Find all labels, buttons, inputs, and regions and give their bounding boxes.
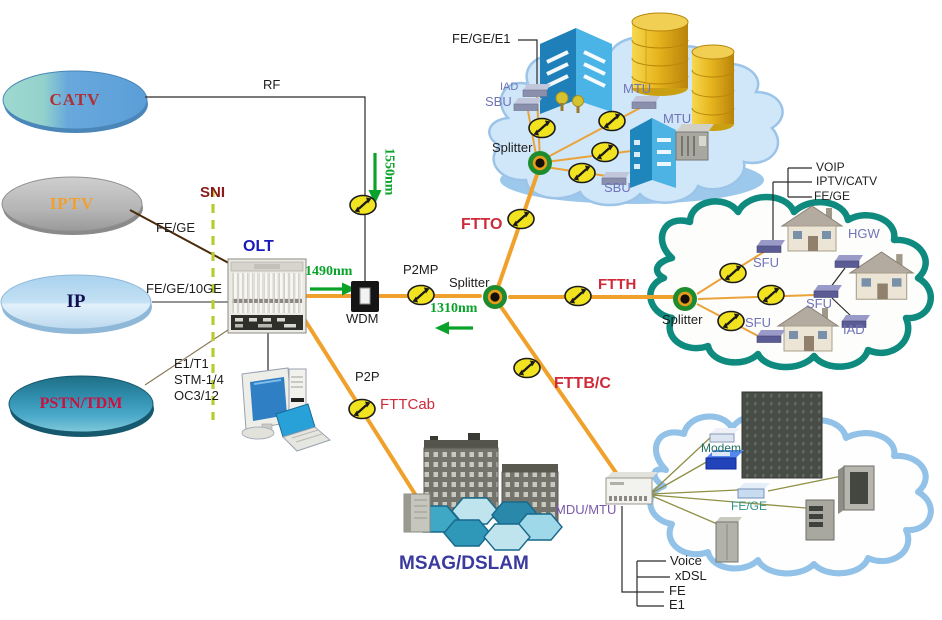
ip-ellipse: [0, 274, 152, 334]
iptv-catv-label: IPTV/CATV: [816, 174, 878, 188]
pstn-olt-link: [144, 321, 241, 386]
iad-top-label: IAD: [500, 81, 519, 93]
wdm-label: WDM: [346, 311, 379, 326]
ftto-splitter-label: Splitter: [492, 140, 533, 155]
management-computers: [241, 367, 331, 452]
optical-node-icon: [507, 208, 535, 230]
msag-dslam-label: MSAG/DSLAM: [399, 553, 529, 574]
msag-buildings: [411, 433, 563, 551]
optical-node-icon: [348, 398, 376, 420]
pstn-ellipse: [8, 375, 154, 437]
sfu-mid-label: SFU: [806, 296, 832, 311]
iad-right-label: IAD: [843, 322, 865, 337]
voip-label: VOIP: [816, 160, 845, 174]
catv-ellipse: [2, 70, 148, 133]
optical-node-icon: [349, 194, 377, 216]
optical-node-icon: [568, 162, 596, 184]
sni-label: SNI: [200, 184, 226, 201]
iad-device: [522, 83, 552, 97]
e1-label: E1: [669, 597, 685, 612]
fe-label: FE: [669, 583, 686, 598]
ftth-splitter-label: Splitter: [662, 312, 703, 327]
msag-street-cabinet: [403, 493, 431, 533]
fe-ge-e1-label: FE/GE/E1: [452, 31, 511, 46]
ftto-label: FTTO: [461, 216, 503, 233]
sfu-device-top: [756, 239, 786, 253]
optical-node-icon: [513, 357, 541, 379]
modem-label: Modem: [701, 441, 742, 455]
optical-node-icon: [757, 284, 785, 306]
p2p-label: P2P: [355, 369, 380, 384]
fe-ge-right-label: FE/GE: [814, 189, 851, 203]
pstn-link-label-1: E1/T1: [174, 356, 209, 371]
copper-drops-fttb: [651, 435, 843, 527]
optical-node-icon: [564, 285, 592, 307]
office-building: [540, 28, 612, 114]
iptv-ellipse: [1, 176, 143, 235]
wavelength-1490-label: 1490nm: [305, 264, 353, 279]
mtu-cabinet: [675, 124, 714, 161]
fe-ge-switch: [737, 483, 770, 499]
fe-ge-bottom-label: FE/GE: [731, 499, 768, 513]
black-links: [145, 39, 853, 607]
olt-chassis: [227, 258, 307, 334]
sfu-top-label: SFU: [753, 255, 779, 270]
mtu-right-label: MTU: [663, 111, 692, 126]
sbu-bottom-label: SBU: [604, 180, 631, 195]
fttbc-label: FTTB/C: [554, 375, 611, 392]
mdu-mtu-device: [605, 472, 658, 505]
sbu-left-label: SBU: [485, 94, 512, 109]
central-splitter-label: Splitter: [449, 275, 490, 290]
mtu-device-top: [631, 95, 661, 109]
fttcab-label: FTTCab: [380, 396, 436, 413]
optical-node-icon: [528, 117, 556, 139]
apartment-block: [741, 391, 823, 479]
wavelength-1310-label: 1310nm: [430, 301, 478, 316]
pstn-link-label-3: OC3/12: [174, 388, 219, 403]
ip-link-label: FE/GE/10GE: [146, 281, 222, 296]
mdu-mtu-label: MDU/MTU: [555, 502, 617, 517]
voice-label: Voice: [670, 553, 702, 568]
wavelength-1550-label: 1550nm: [381, 148, 397, 196]
iptv-label: IPTV: [49, 194, 95, 213]
wdm-device: [351, 281, 379, 312]
ftth-label: FTTH: [598, 276, 637, 293]
pstn-label: PSTN/TDM: [39, 395, 123, 412]
iptv-olt-link: [129, 209, 239, 269]
splitter-icon-ftth: [673, 287, 697, 311]
optical-node-icon: [591, 141, 619, 163]
optical-node-icon: [598, 110, 626, 132]
modem-devices: [705, 428, 744, 470]
sfu-device-bottom: [756, 329, 786, 343]
sbu-device-left: [513, 97, 543, 111]
olt-label: OLT: [243, 238, 274, 255]
optical-node-icon: [717, 310, 745, 332]
catv-label: CATV: [49, 90, 101, 109]
xdsl-label: xDSL: [675, 568, 707, 583]
ip-label: IP: [66, 291, 86, 312]
wavelength-arrows: [310, 153, 473, 335]
office-towers: [631, 12, 735, 131]
street-cabinets: [715, 465, 875, 563]
p2mp-label: P2MP: [403, 262, 439, 277]
mtu-top-label: MTU: [623, 81, 652, 96]
sfu-bottom-label: SFU: [745, 315, 771, 330]
hgw-label: HGW: [848, 226, 880, 241]
optical-node-icon: [719, 262, 747, 284]
rf-label: RF: [263, 77, 281, 92]
office-building-2: [630, 118, 676, 188]
pstn-link-label-2: STM-1/4: [174, 372, 224, 387]
iptv-link-label: FE/GE: [156, 220, 196, 235]
hgw-device: [834, 254, 864, 268]
